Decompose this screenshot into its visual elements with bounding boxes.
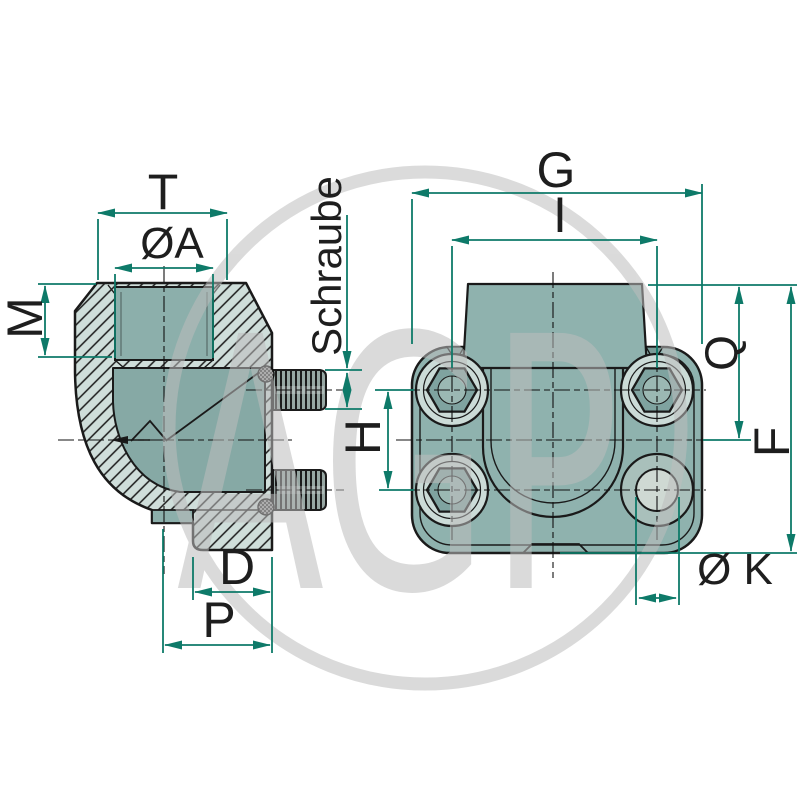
label-schraube: Schraube — [303, 176, 350, 356]
dimension-T — [97, 208, 228, 280]
dimensions: T ØA M Schraube G I Q F H D P Ø K — [0, 142, 800, 653]
label-G: G — [537, 142, 576, 198]
label-OK: Ø K — [697, 545, 773, 594]
dimension-schraube — [325, 215, 362, 410]
watermark-circle — [162, 165, 688, 691]
label-OA: ØA — [140, 219, 204, 268]
dimension-G — [411, 184, 703, 344]
o-ring-bottom — [257, 498, 275, 516]
dimension-I — [451, 235, 658, 368]
bore-chamfer — [203, 359, 214, 369]
label-Q: Q — [695, 335, 747, 371]
thread-runout-notch — [130, 419, 168, 442]
label-F: F — [744, 427, 800, 458]
dimension-OK — [635, 497, 680, 605]
watermark-text: AGP — [176, 263, 620, 670]
bore-chamfer — [107, 284, 116, 295]
label-T: T — [148, 164, 179, 220]
label-I: I — [553, 187, 567, 243]
label-H: H — [335, 419, 391, 455]
bore-chamfer — [114, 359, 125, 369]
right-view-flange — [396, 272, 714, 578]
dimension-P — [162, 529, 271, 653]
label-P: P — [202, 592, 235, 648]
label-D: D — [219, 539, 255, 595]
dimension-D — [192, 557, 273, 653]
dimension-M — [38, 283, 112, 358]
watermark: AGP — [162, 165, 688, 691]
bottom-center-boss — [522, 543, 589, 554]
dimension-OA — [114, 263, 214, 358]
dimension-Q — [648, 284, 797, 441]
dimension-H — [375, 389, 414, 491]
right-view-centerlines — [396, 272, 714, 578]
o-ring-top — [257, 365, 275, 383]
elbow-seam-line — [166, 370, 262, 441]
label-M: M — [0, 297, 53, 339]
